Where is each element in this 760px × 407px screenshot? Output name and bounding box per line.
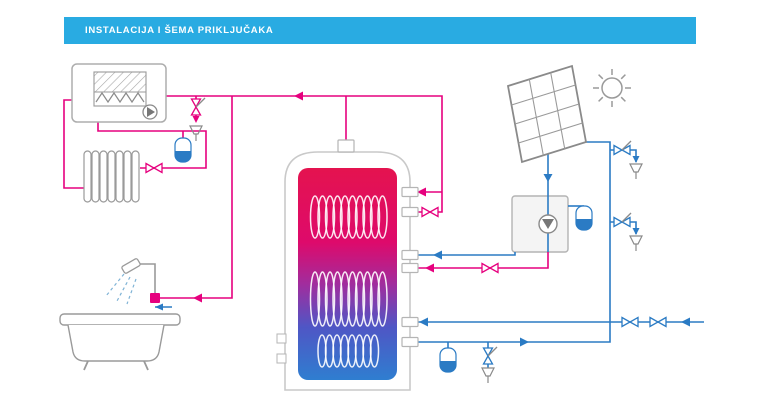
solar-pump-icon	[538, 214, 558, 234]
shower-head-icon	[121, 258, 141, 274]
arrow-icon	[294, 91, 303, 101]
expansion-vessel-icon	[439, 347, 457, 373]
arrow-icon	[417, 187, 426, 197]
shower-spray	[105, 273, 137, 305]
valve-icon	[145, 162, 163, 174]
pump-rotor	[542, 219, 554, 229]
arrow-icon	[632, 156, 640, 163]
arrow-icon	[193, 293, 202, 303]
arrow-icon	[419, 317, 428, 327]
title-bar: INSTALACIJA I ŠEMA PRIKLJUČAKA	[64, 17, 696, 44]
cold-flow-arrows	[155, 156, 690, 347]
collector-grid	[511, 72, 583, 156]
funnel-icon	[481, 367, 495, 383]
gas-boiler-icon	[71, 63, 167, 123]
sensor-pocket	[276, 353, 287, 364]
expansion-vessel-icon	[575, 205, 593, 231]
tank-connection-stubs	[337, 139, 419, 348]
funnel-icon	[629, 235, 643, 251]
arrow-icon	[520, 337, 529, 347]
arrow-icon	[543, 174, 553, 182]
arrow-icon	[681, 317, 690, 327]
page-title: INSTALACIJA I ŠEMA PRIKLJUČAKA	[85, 25, 274, 36]
hot-flow-arrows	[192, 91, 434, 303]
hot-water-tank-icon	[276, 151, 411, 391]
arrow-icon	[433, 250, 442, 260]
pump-rotor	[147, 107, 155, 117]
drain-funnels	[189, 125, 643, 383]
solar-collector-icon	[506, 64, 588, 164]
funnel-icon	[629, 163, 643, 179]
flame-zigzag	[95, 91, 145, 104]
radiator-icon	[83, 150, 140, 203]
tub-feet	[83, 360, 149, 371]
sensor-pocket	[276, 333, 287, 344]
expansion-vessel-icon	[174, 137, 192, 163]
valve-icon	[649, 316, 667, 328]
valve-icon	[621, 316, 639, 328]
hot-shutoff-valves	[145, 98, 499, 274]
arrow-icon	[155, 303, 163, 311]
tank-top-fitting	[337, 139, 355, 153]
arrow-icon	[192, 116, 200, 123]
sun-icon	[593, 69, 631, 107]
safety-valve-levers	[195, 97, 632, 357]
expansion-vessels	[174, 137, 593, 373]
cold-water-pipes	[155, 141, 704, 368]
valve-icon	[421, 206, 439, 218]
tub-body	[67, 324, 165, 362]
tub-rim	[59, 313, 181, 326]
shower-riser-pipe	[136, 263, 156, 293]
arrow-icon	[425, 263, 434, 273]
bathtub-icon	[59, 258, 181, 371]
funnel-icon	[189, 125, 203, 141]
burner-hatch	[93, 71, 147, 93]
valve-icon	[481, 262, 499, 274]
arrow-icon	[632, 228, 640, 235]
mixer-tap-icon	[150, 293, 160, 303]
